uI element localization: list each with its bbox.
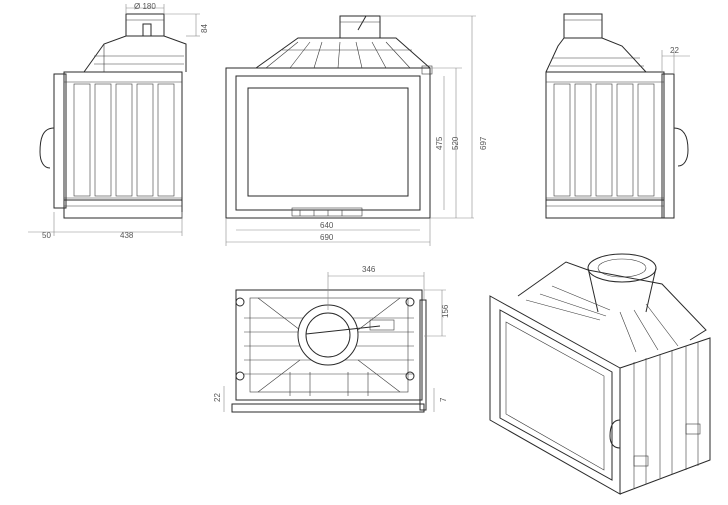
iso-hood	[517, 261, 707, 341]
side-body	[63, 71, 183, 201]
flue-collar	[125, 13, 165, 37]
right-body	[545, 71, 665, 201]
dim-front-inner-width: 640	[320, 221, 334, 230]
iso-glass	[505, 321, 605, 471]
iso-side-fins	[633, 342, 699, 488]
front-door	[235, 75, 421, 211]
dim-side-depth: 438	[120, 231, 134, 240]
dim-front-height: 520	[451, 136, 460, 150]
front-frame	[225, 67, 431, 219]
dim-top-flue-offset: 346	[362, 265, 376, 274]
dim-front-outer-width: 690	[320, 233, 334, 242]
front-hood	[255, 37, 431, 69]
dim-side-offset: 50	[42, 231, 51, 240]
side-view-right: 22	[545, 13, 690, 219]
right-fins	[553, 83, 655, 197]
iso-front-door	[499, 309, 613, 481]
dim-total-height: 697	[479, 136, 488, 150]
damper-handle	[142, 23, 152, 37]
dim-glass-height: 475	[435, 136, 444, 150]
top-flue-opening	[305, 312, 351, 358]
dim-flue-diameter: Ø 180	[134, 2, 156, 11]
hood-outline	[83, 35, 187, 73]
right-front-frame	[661, 73, 675, 219]
top-body	[235, 289, 423, 401]
damper-rod	[305, 325, 381, 335]
isometric-view	[489, 253, 711, 495]
iso-front-frame	[489, 295, 621, 495]
iso-door-handle	[609, 419, 621, 449]
glass-panel	[247, 87, 409, 197]
right-base	[545, 199, 665, 219]
door-handle	[39, 127, 55, 169]
top-view: 346 156 22 7	[213, 265, 450, 413]
right-door-handle	[673, 127, 689, 167]
right-flue-collar	[563, 13, 603, 39]
iso-hood-ribs	[525, 285, 679, 353]
top-flue-ring	[297, 304, 359, 366]
top-front-frame	[231, 403, 425, 413]
side-fins	[73, 83, 175, 197]
iso-side	[619, 337, 711, 495]
front-view: 640 690 475 520 697	[225, 15, 488, 246]
air-control-slider	[291, 207, 363, 217]
dim-top-depth: 156	[441, 304, 450, 318]
front-hood-ribs	[265, 41, 411, 69]
dim-top-right-gap: 7	[439, 397, 448, 402]
dim-side-projection: 22	[670, 46, 679, 55]
side-view-left: Ø 180 84 438 50	[28, 2, 209, 240]
front-frame-edge	[53, 73, 67, 209]
dim-flue-height: 84	[200, 24, 209, 33]
dim-top-left-gap: 22	[213, 393, 222, 402]
side-base	[63, 199, 183, 219]
right-hood	[545, 37, 647, 73]
